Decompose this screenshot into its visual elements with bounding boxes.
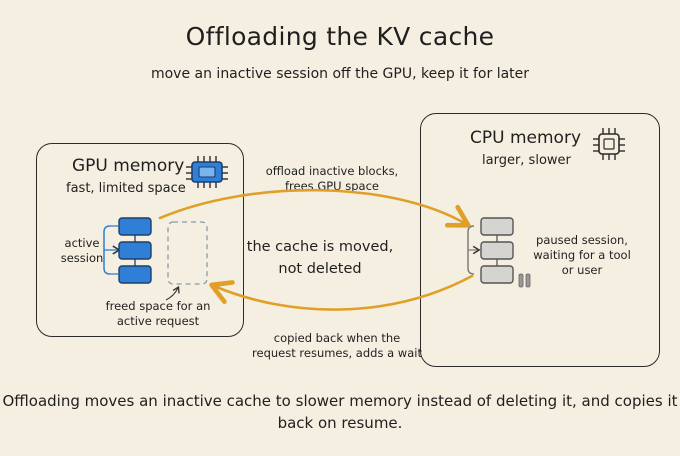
- diagram-title: Offloading the KV cache: [185, 22, 495, 51]
- freed-space-slot: [165, 221, 208, 301]
- gpu-chip-icon: [186, 156, 228, 188]
- cpu-memory-subtitle: larger, slower: [482, 153, 571, 168]
- copyback-arrow-label: copied back when the request resumes, ad…: [252, 331, 422, 360]
- copyback-arrow: [209, 274, 474, 311]
- cpu-chip-icon: [593, 128, 625, 160]
- diagram-subtitle: move an inactive session off the GPU, ke…: [150, 66, 530, 82]
- gpu-memory-title: GPU memory: [72, 156, 185, 176]
- active-session-label: active session: [60, 236, 104, 265]
- cpu-memory-panel: [420, 113, 660, 367]
- gpu-memory-panel: [36, 143, 244, 337]
- gpu-memory-subtitle: fast, limited space: [66, 181, 186, 196]
- paused-session-blocks: [467, 217, 514, 284]
- freed-space-label: freed space for an active request: [105, 299, 211, 328]
- footer-caption: Offloading moves an inactive cache to sl…: [2, 392, 678, 432]
- active-session-blocks: [103, 217, 152, 284]
- offload-arrow: [158, 188, 471, 228]
- center-note: the cache is moved, not deleted: [246, 239, 394, 277]
- pause-icon: [518, 273, 531, 288]
- cpu-memory-title: CPU memory: [470, 128, 581, 148]
- paused-session-label: paused session, waiting for a tool or us…: [533, 233, 631, 277]
